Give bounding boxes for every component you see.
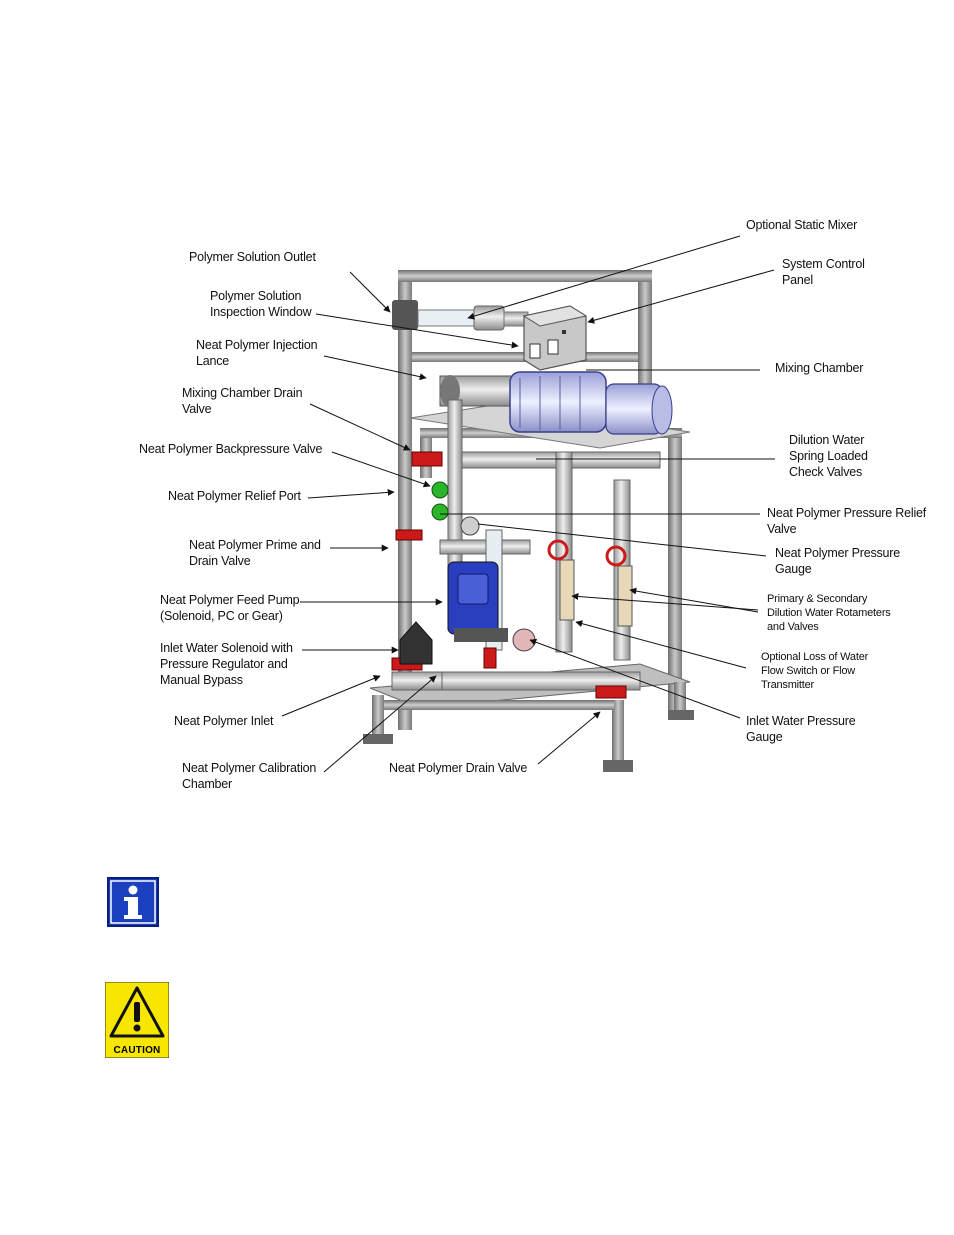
control-panel bbox=[522, 305, 588, 371]
green-valves bbox=[431, 481, 449, 521]
label-solution-outlet: Polymer Solution Outlet bbox=[189, 250, 316, 264]
label-inlet-pressure-gauge: Inlet Water Pressure Gauge bbox=[746, 714, 856, 744]
feed-pump bbox=[447, 561, 508, 642]
label-backpressure-valve: Neat Polymer Backpressure Valve bbox=[139, 442, 323, 456]
label-dilution-check-valves: Dilution Water Spring Loaded Check Valve… bbox=[789, 433, 868, 479]
caution-label: CAUTION bbox=[113, 1045, 161, 1056]
label-drain-valve: Neat Polymer Drain Valve bbox=[389, 761, 528, 775]
label-inspection-window: Polymer Solution Inspection Window bbox=[210, 289, 312, 319]
inlet-solenoid bbox=[391, 621, 443, 691]
gauges bbox=[460, 516, 536, 652]
label-chamber-drain: Mixing Chamber Drain Valve bbox=[182, 386, 303, 416]
leader-lines bbox=[281, 235, 775, 773]
label-pressure-relief-valve: Neat Polymer Pressure Relief Valve bbox=[767, 506, 927, 536]
label-inlet-solenoid: Inlet Water Solenoid with Pressure Regul… bbox=[160, 641, 293, 687]
caution-icon: CAUTION bbox=[104, 981, 170, 1059]
label-relief-port: Neat Polymer Relief Port bbox=[168, 489, 301, 503]
label-neat-inlet: Neat Polymer Inlet bbox=[174, 714, 274, 728]
label-pressure-gauge: Neat Polymer Pressure Gauge bbox=[775, 546, 901, 576]
info-icon bbox=[107, 877, 159, 927]
label-calibration-chamber: Neat Polymer Calibration Chamber bbox=[182, 761, 317, 791]
label-mixing-chamber: Mixing Chamber bbox=[775, 361, 864, 375]
label-rotameters: Primary & Secondary Dilution Water Rotam… bbox=[767, 593, 891, 633]
label-loss-of-flow: Optional Loss of Water Flow Switch or Fl… bbox=[761, 651, 869, 691]
label-control-panel: System Control Panel bbox=[782, 257, 865, 287]
label-feed-pump: Neat Polymer Feed Pump (Solenoid, PC or … bbox=[160, 593, 300, 623]
label-static-mixer: Optional Static Mixer bbox=[746, 218, 858, 232]
label-prime-drain-valve: Neat Polymer Prime and Drain Valve bbox=[189, 538, 321, 568]
mixing-chamber bbox=[439, 371, 673, 435]
label-injection-lance: Neat Polymer Injection Lance bbox=[196, 338, 318, 368]
outlet-piping bbox=[392, 300, 529, 331]
